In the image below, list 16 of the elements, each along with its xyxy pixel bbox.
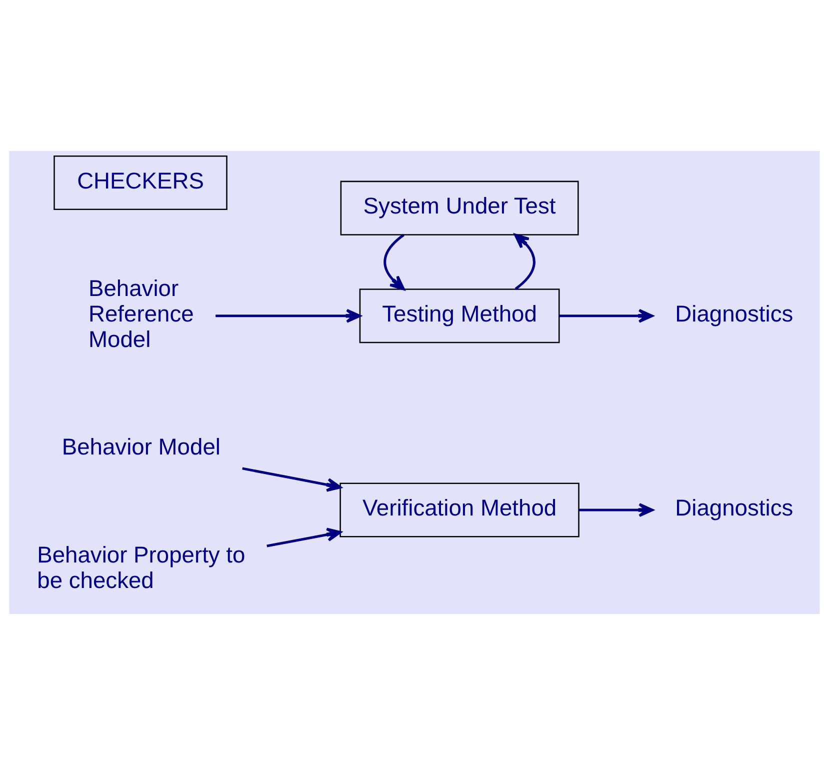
node-text: Behavior Model [61,433,220,460]
arrow [266,527,342,547]
node-text: Diagnostics [674,494,793,520]
node-box: CHECKERS [53,154,227,210]
node-text: Diagnostics [674,300,793,326]
node-box: Verification Method [339,482,579,537]
arrow [514,233,535,290]
node-box: System Under Test [340,180,578,235]
arrow [383,233,404,290]
node-box: Testing Method [358,288,560,343]
arrow [558,308,653,322]
arrow [215,308,360,322]
arrow [242,466,342,492]
node-text: Behavior Reference Model [88,274,194,352]
node-text: Behavior Property to be checked [36,541,245,592]
arrow [578,502,653,516]
